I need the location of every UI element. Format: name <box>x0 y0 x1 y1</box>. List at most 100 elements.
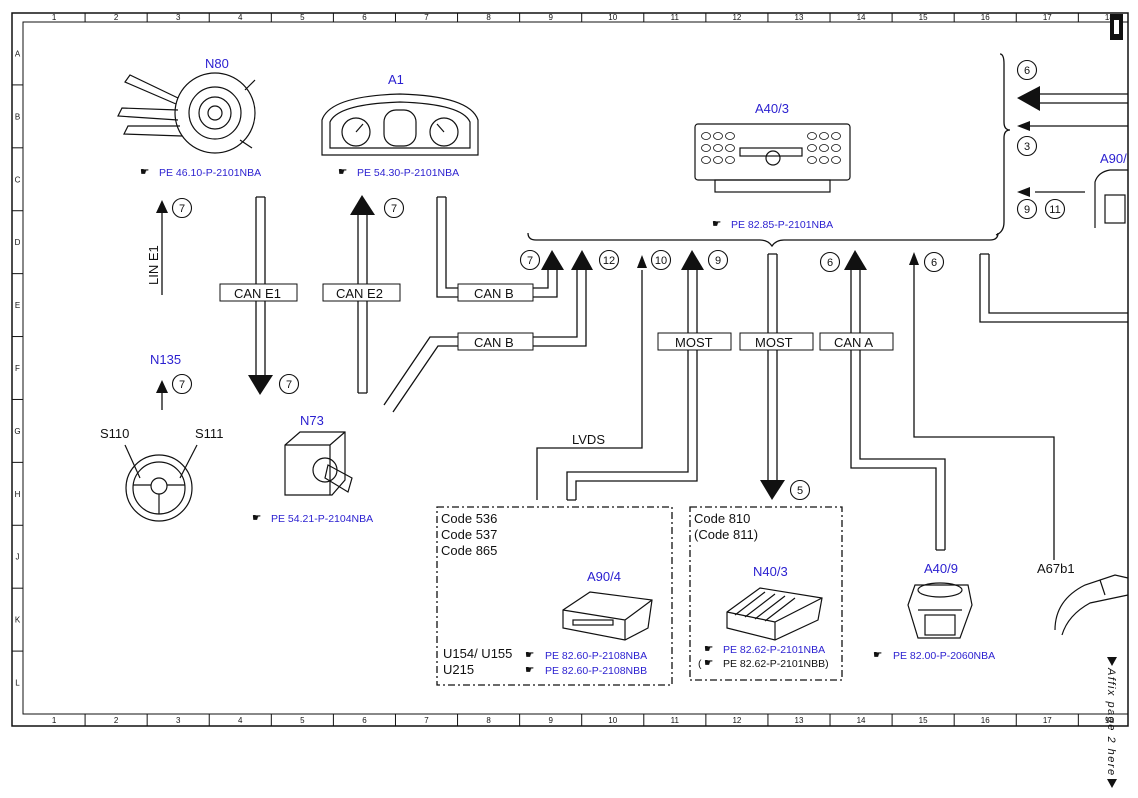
a40-3-label: A40/3 <box>755 101 789 116</box>
a40-3-pe-icon: ☛ <box>712 218 721 230</box>
arrow-can-a <box>844 250 867 270</box>
circle-ref-c8: 9 <box>707 249 729 271</box>
column-number: 5 <box>300 13 305 22</box>
a40-3-button <box>819 132 829 140</box>
a90-4-ref-1: PE 82.60-P-2108NBA <box>545 650 647 662</box>
code-537: Code 537 <box>441 527 497 542</box>
a40-3-drawing <box>694 123 851 193</box>
n80-component: N80 ☛ PE 46.10-P-2101NBA <box>117 56 261 179</box>
arrow-right-small <box>1017 121 1030 131</box>
arrow-a90 <box>1017 187 1030 197</box>
arrow-can-b-1 <box>541 250 564 270</box>
arrow-most-up <box>681 250 704 270</box>
column-number: 1 <box>52 13 57 22</box>
a40-3-buttons <box>701 132 841 164</box>
can-b-2-label: CAN B <box>474 335 514 350</box>
can-b-1-label: CAN B <box>474 286 514 301</box>
most-1-box <box>657 332 732 351</box>
a40-3-button <box>713 132 723 140</box>
column-number: 7 <box>424 716 429 725</box>
a40-3-button <box>831 144 841 152</box>
column-number: 4 <box>238 13 243 22</box>
circle-ref-number: 11 <box>1049 204 1060 216</box>
can-b-2-box <box>457 332 534 351</box>
circle-ref-c2: 7 <box>383 197 405 219</box>
code-865: Code 865 <box>441 543 497 558</box>
row-letter: J <box>16 553 20 562</box>
n40-3-ref-2: PE 82.62-P-2101NBB) <box>723 658 829 670</box>
column-number: 6 <box>362 716 367 725</box>
column-number: 10 <box>608 716 617 725</box>
a1-component: A1 ☛ PE 54.30-P-2101NBA <box>321 72 479 179</box>
a40-3-ref: PE 82.85-P-2101NBA <box>731 219 833 231</box>
most-2-label: MOST <box>755 335 793 350</box>
column-number: 11 <box>671 716 680 725</box>
n73-label: N73 <box>300 413 324 428</box>
circle-ref-number: 7 <box>179 379 185 391</box>
variant-u154: U154/ U155 <box>443 646 512 661</box>
a40-3-button <box>819 144 829 152</box>
column-number: 8 <box>486 716 491 725</box>
column-number: 2 <box>114 13 119 22</box>
a1-pe-icon: ☛ <box>338 166 347 178</box>
column-number: 10 <box>608 13 617 22</box>
n80-label: N80 <box>205 56 229 71</box>
column-number: 1 <box>52 716 57 725</box>
a1-label: A1 <box>388 72 404 87</box>
circle-ref-number: 7 <box>179 203 185 215</box>
a90-4-pe-icon-1: ☛ <box>525 649 534 661</box>
arrow-right-big <box>1017 86 1040 111</box>
circle-ref-number: 3 <box>1024 141 1030 153</box>
circle-ref-c5: 7 <box>519 249 541 271</box>
column-number: 16 <box>981 13 990 22</box>
n40-3-pe-icon-1: ☛ <box>704 643 713 655</box>
n40-3-ref-1: PE 82.62-P-2101NBA <box>723 644 825 656</box>
column-number: 2 <box>114 716 119 725</box>
code-box-left: Code 536 Code 537 Code 865 U154/ U155 U2… <box>436 506 673 686</box>
column-number: 9 <box>548 13 553 22</box>
arrow-can-b-2 <box>571 250 593 270</box>
a40-9-ref: PE 82.00-P-2060NBA <box>893 650 995 662</box>
column-number: 9 <box>548 716 553 725</box>
n80-drawing <box>117 72 256 154</box>
row-letter: E <box>15 301 20 310</box>
circle-ref-c7: 10 <box>650 249 672 271</box>
a40-3-button <box>713 156 723 164</box>
a40-9-label: A40/9 <box>924 561 958 576</box>
affix-note-text: Affix page 2 here <box>1105 667 1117 777</box>
column-number: 14 <box>857 13 866 22</box>
circle-ref-c15: 11 <box>1044 198 1066 220</box>
n40-3-pe-icon-2: ☛ <box>704 657 713 669</box>
circle-ref-c9: 6 <box>819 251 841 273</box>
arrow-a67b1 <box>909 252 919 265</box>
a40-3-button <box>831 132 841 140</box>
arrow-lvds <box>637 255 647 268</box>
a40-3-button <box>819 156 829 164</box>
column-number: 12 <box>732 716 741 725</box>
column-number: 15 <box>919 13 928 22</box>
can-e2-label: CAN E2 <box>336 286 383 301</box>
n73-component: N73 ☛ PE 54.21-P-2104NBA <box>252 413 373 525</box>
column-number: 3 <box>176 716 181 725</box>
circle-ref-number: 7 <box>527 255 533 267</box>
column-number: 12 <box>732 13 741 22</box>
code-536: Code 536 <box>441 511 497 526</box>
a40-3-button <box>725 156 735 164</box>
variant-u215: U215 <box>443 662 474 677</box>
circle-ref-number: 5 <box>797 485 803 497</box>
column-number: 16 <box>981 716 990 725</box>
arrow-can-e1 <box>248 375 273 395</box>
column-number: 13 <box>795 13 804 22</box>
code-811: (Code 811) <box>694 527 758 542</box>
corner-marker <box>1110 14 1123 40</box>
row-letter: H <box>15 490 21 499</box>
can-a-box <box>819 332 894 351</box>
n135-component: N135 S110 S111 <box>100 352 223 522</box>
circle-ref-number: 6 <box>1024 65 1030 77</box>
circle-ref-number: 6 <box>827 257 833 269</box>
a40-3-button <box>701 144 711 152</box>
column-number: 6 <box>362 13 367 22</box>
arrow-heads <box>156 86 1040 500</box>
circle-ref-c1: 7 <box>171 197 193 219</box>
a40-9-drawing <box>907 582 973 639</box>
